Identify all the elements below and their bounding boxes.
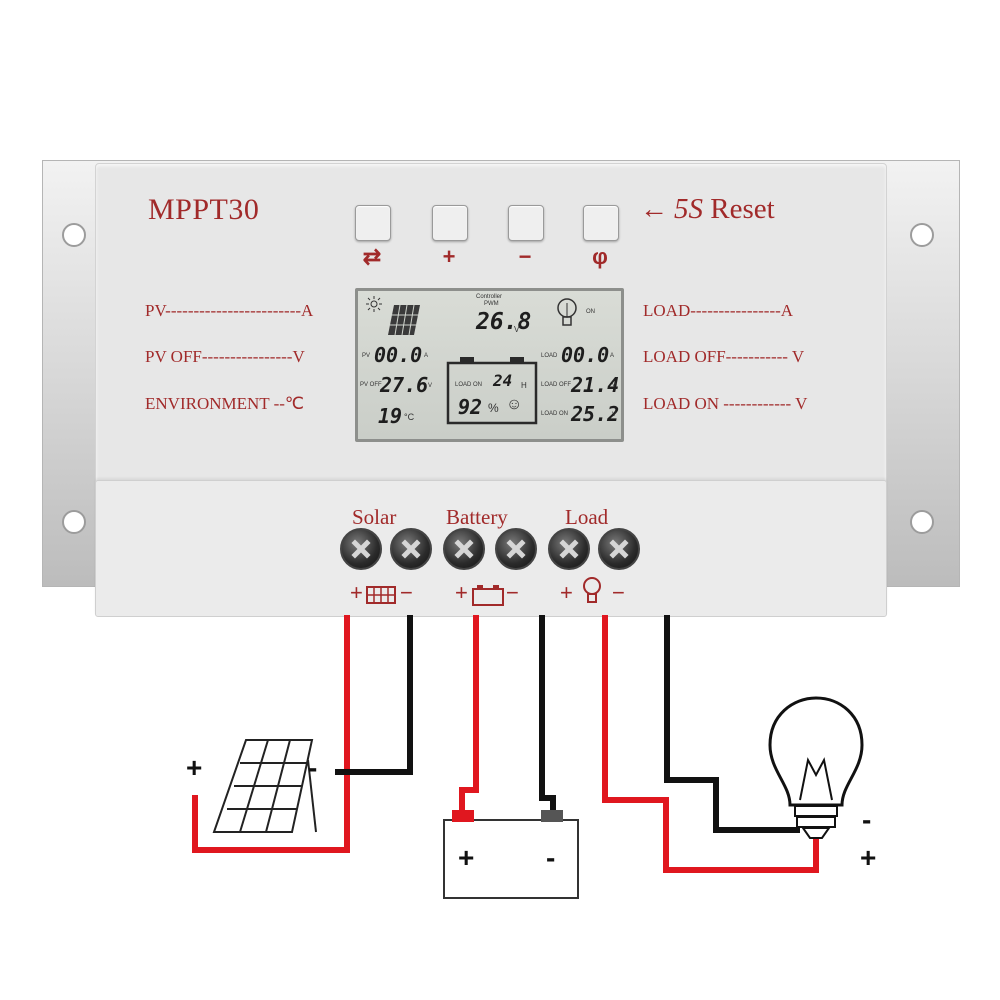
- battery-small-icon: [472, 585, 504, 606]
- battery-negative-screw[interactable]: [495, 528, 537, 570]
- pv-current-readout: 00.0: [374, 343, 423, 367]
- solar-panel-lcd-icon: [388, 304, 420, 336]
- reset-seconds: 5S: [674, 193, 703, 225]
- plus-button[interactable]: [432, 205, 468, 241]
- battery-drawing: [443, 810, 579, 899]
- solar-negative-wire: [335, 615, 413, 775]
- load-tag: LOAD: [541, 353, 558, 359]
- solar-panel-small-icon: [366, 586, 396, 604]
- load-minus-sign: −: [612, 580, 625, 605]
- battery-percent-readout: 92: [458, 395, 483, 419]
- reset-hint: ←5S Reset: [640, 193, 775, 226]
- pv-off-tag: PV OFF: [360, 382, 382, 388]
- load-on-label: LOAD ON ------------ V: [643, 394, 808, 413]
- battery-voltage-unit: V: [514, 325, 520, 334]
- load-terminal-label: Load: [565, 505, 609, 529]
- solar-positive-screw[interactable]: [340, 528, 382, 570]
- load-on-unit: V: [612, 412, 617, 418]
- solar-negative-screw[interactable]: [390, 528, 432, 570]
- light-bulb-drawing: [768, 696, 864, 839]
- load-off-voltage-readout: 21.4: [571, 373, 620, 397]
- pv-label: PV------------------------A: [145, 301, 314, 320]
- load-negative-wire: [664, 615, 800, 833]
- bulb-icon: φ: [592, 244, 608, 269]
- mounting-hole-bottom-right: [910, 510, 934, 534]
- load-negative-screw[interactable]: [598, 528, 640, 570]
- load-current-readout: 00.0: [561, 343, 610, 367]
- panel-minus-sign: -: [308, 752, 318, 783]
- lcd-on-text: ON: [586, 309, 595, 315]
- battery-lcd-icon: [446, 357, 538, 425]
- solar-plus-sign: +: [350, 580, 363, 605]
- load-on-time-label: LOAD ON: [455, 382, 483, 388]
- solar-minus-sign: −: [400, 580, 413, 605]
- sun-icon: [366, 296, 382, 312]
- minus-button[interactable]: [508, 205, 544, 241]
- lcd-bulb-icon: [557, 298, 577, 326]
- solar-positive-wire: [192, 615, 350, 853]
- lcd-display: Controller PWM 26.8 V ON PV 00.0 A PV OF…: [355, 288, 624, 442]
- percent-sign: %: [488, 401, 499, 415]
- load-off-label: LOAD OFF----------- V: [643, 347, 805, 366]
- battery-plus-label: +: [458, 842, 475, 873]
- panel-plus-sign: +: [186, 752, 203, 783]
- battery-positive-screw[interactable]: [443, 528, 485, 570]
- battery-positive-wire: [459, 615, 479, 812]
- mounting-hole-top-right: [910, 223, 934, 247]
- load-off-tag: LOAD OFF: [541, 382, 572, 388]
- pv-off-voltage-readout: 27.6: [380, 373, 429, 397]
- mode-button[interactable]: [355, 205, 391, 241]
- load-positive-wire: [602, 615, 819, 873]
- pv-tag: PV: [362, 353, 371, 359]
- pv-current-unit: A: [424, 353, 429, 359]
- battery-voltage-readout: 26.8: [476, 309, 532, 335]
- temperature-unit: °C: [404, 412, 415, 422]
- load-on-voltage-readout: 25.2: [571, 402, 620, 426]
- model-name: MPPT30: [148, 193, 260, 226]
- hours-unit: H: [521, 381, 527, 390]
- battery-minus-label: -: [546, 842, 556, 873]
- reset-arrow: ←: [640, 194, 668, 225]
- terminal-cover: [95, 480, 887, 617]
- bulb-plus-sign: +: [860, 842, 877, 873]
- load-positive-screw[interactable]: [548, 528, 590, 570]
- minus-icon: −: [518, 244, 532, 269]
- battery-minus-sign: −: [506, 580, 519, 605]
- mounting-hole-bottom-left: [62, 510, 86, 534]
- load-on-tag: LOAD ON: [541, 411, 569, 417]
- mounting-hole-top-left: [62, 223, 86, 247]
- battery-plus-sign: +: [455, 580, 468, 605]
- temperature-readout: 19: [378, 404, 403, 428]
- solar-panel-drawing: [212, 739, 317, 833]
- load-toggle-button[interactable]: [583, 205, 619, 241]
- load-label: LOAD----------------A: [643, 301, 794, 320]
- battery-negative-wire: [539, 615, 556, 812]
- smiley-icon: ☺: [506, 396, 523, 413]
- controller-text: Controller: [476, 294, 503, 300]
- pwm-text: PWM: [484, 301, 499, 307]
- reset-word: Reset: [710, 193, 775, 225]
- plus-icon: +: [442, 244, 456, 269]
- bulb-minus-sign: -: [862, 804, 872, 835]
- pv-off-unit: V: [428, 383, 433, 389]
- battery-terminal-label: Battery: [446, 505, 508, 529]
- mode-arrows-icon: ⇄: [362, 244, 382, 269]
- solar-terminal-label: Solar: [352, 505, 397, 529]
- pv-off-label: PV OFF----------------V: [145, 347, 305, 366]
- bulb-small-icon: [583, 577, 601, 603]
- load-on-hours-readout: 24: [493, 371, 513, 390]
- load-off-unit: V: [612, 383, 617, 389]
- load-plus-sign: +: [560, 580, 573, 605]
- environment-label: ENVIRONMENT --℃: [145, 394, 305, 413]
- load-current-unit: A: [610, 353, 615, 359]
